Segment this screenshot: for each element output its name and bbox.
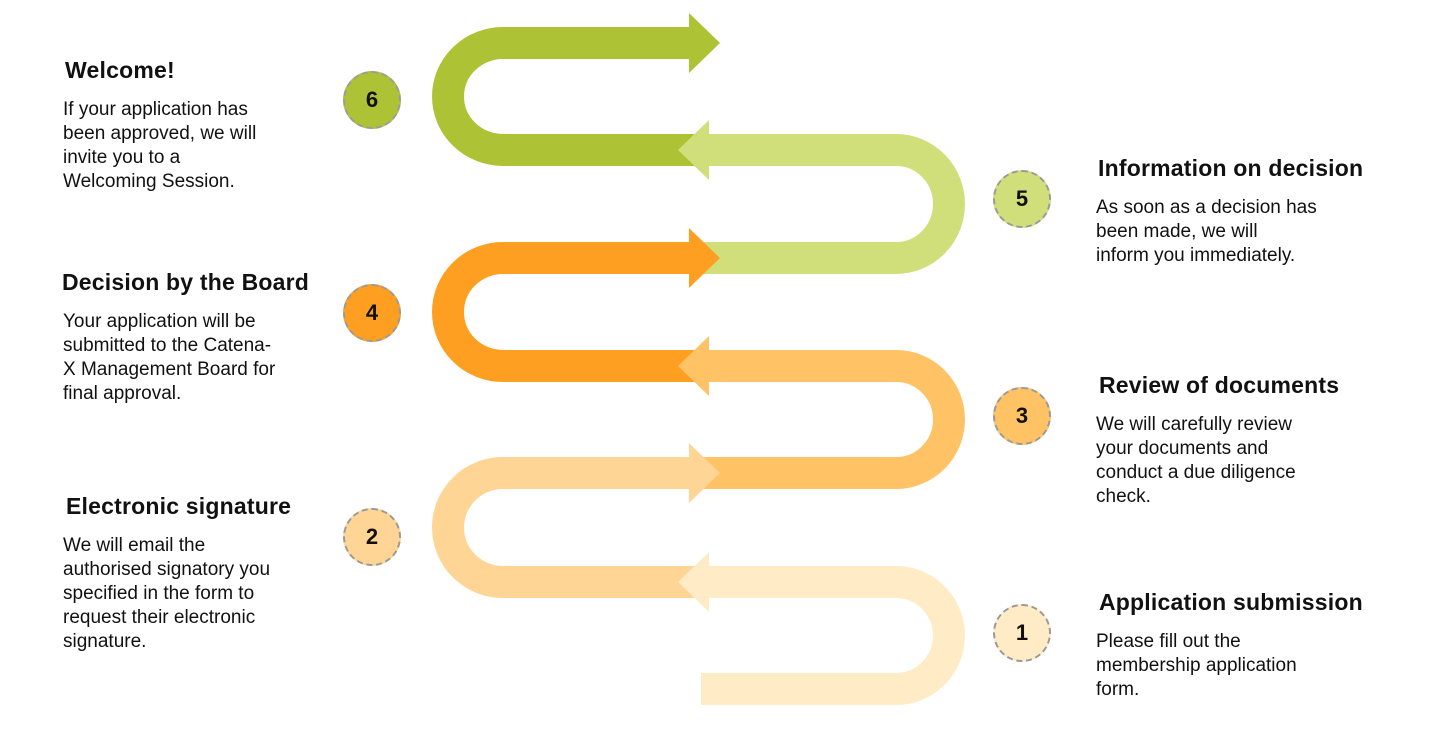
step-4-text: Decision by the Board Your application w…: [62, 268, 309, 406]
description-line: your documents and: [1096, 438, 1269, 459]
step-1-arrow: [678, 552, 965, 705]
description-line: authorised signatory you: [63, 559, 271, 580]
step-3-text: Review of documents We will carefully re…: [1096, 371, 1340, 509]
arrow-body: [432, 26, 709, 166]
step-6-title: Welcome!: [65, 57, 175, 83]
step-6-text: Welcome! If your application has been ap…: [63, 56, 256, 194]
description-line: signature.: [63, 631, 147, 652]
description-line: invite you to a: [63, 147, 181, 168]
arrow-head: [689, 13, 720, 73]
step-5-number-badge: 5: [993, 170, 1051, 228]
step-2-number-badge: 2: [343, 508, 401, 566]
step-5-title: Information on decision: [1098, 155, 1364, 181]
description-line: Please fill out the: [1096, 631, 1241, 652]
description-line: As soon as a decision has: [1096, 197, 1317, 218]
arrow-head: [689, 228, 720, 288]
description-line: We will carefully review: [1096, 414, 1293, 435]
step-1-title: Application submission: [1099, 589, 1363, 615]
step-2-arrow: [432, 443, 720, 598]
step-6-number-badge: 6: [343, 71, 401, 129]
description-line: We will email the: [63, 535, 206, 556]
description-line: If your application has: [63, 99, 248, 120]
step-6-description: If your application has been approved, w…: [63, 98, 256, 194]
step-3-title: Review of documents: [1099, 372, 1340, 398]
arrow-head: [678, 552, 709, 612]
arrow-head: [678, 336, 709, 396]
step-4-arrow: [432, 228, 720, 382]
step-3-arrow: [678, 336, 965, 489]
arrow-body: [432, 242, 709, 382]
description-line: been approved, we will: [63, 123, 257, 144]
arrow-body: [700, 134, 965, 274]
step-5-description: As soon as a decision has been made, we …: [1096, 196, 1363, 268]
description-line: Your application will be: [63, 311, 256, 332]
step-6-arrow: [432, 13, 720, 166]
description-line: membership application: [1096, 655, 1297, 676]
arrow-body: [432, 457, 709, 598]
step-5-arrow: [678, 120, 965, 274]
description-line: final approval.: [63, 383, 182, 404]
step-2-description: We will email the authorised signatory y…: [63, 534, 291, 654]
step-2-title: Electronic signature: [66, 493, 292, 519]
step-4-description: Your application will be submitted to th…: [63, 310, 309, 406]
description-line: conduct a due diligence: [1096, 462, 1296, 483]
step-2-text: Electronic signature We will email the a…: [63, 492, 292, 654]
description-line: X Management Board for: [63, 359, 276, 380]
step-1-number-badge: 1: [993, 604, 1051, 662]
arrow-head: [678, 120, 709, 180]
step-5-text: Information on decision As soon as a dec…: [1096, 154, 1364, 268]
description-line: check.: [1096, 486, 1151, 507]
step-3-description: We will carefully review your documents …: [1096, 413, 1339, 509]
arrow-head: [689, 443, 720, 503]
step-1-description: Please fill out the membership applicati…: [1096, 630, 1363, 702]
step-4-number-badge: 4: [343, 284, 401, 342]
description-line: Welcoming Session.: [63, 171, 235, 192]
description-line: form.: [1096, 679, 1140, 700]
step-1-text: Application submission Please fill out t…: [1096, 588, 1363, 702]
description-line: request their electronic: [63, 607, 256, 628]
description-line: been made, we will: [1096, 221, 1258, 242]
description-line: submitted to the Catena-: [63, 335, 272, 356]
description-line: specified in the form to: [63, 583, 255, 604]
description-line: inform you immediately.: [1096, 245, 1296, 266]
step-3-number-badge: 3: [993, 387, 1051, 445]
step-4-title: Decision by the Board: [62, 269, 310, 295]
arrow-body: [701, 566, 965, 705]
arrow-body: [700, 350, 965, 489]
